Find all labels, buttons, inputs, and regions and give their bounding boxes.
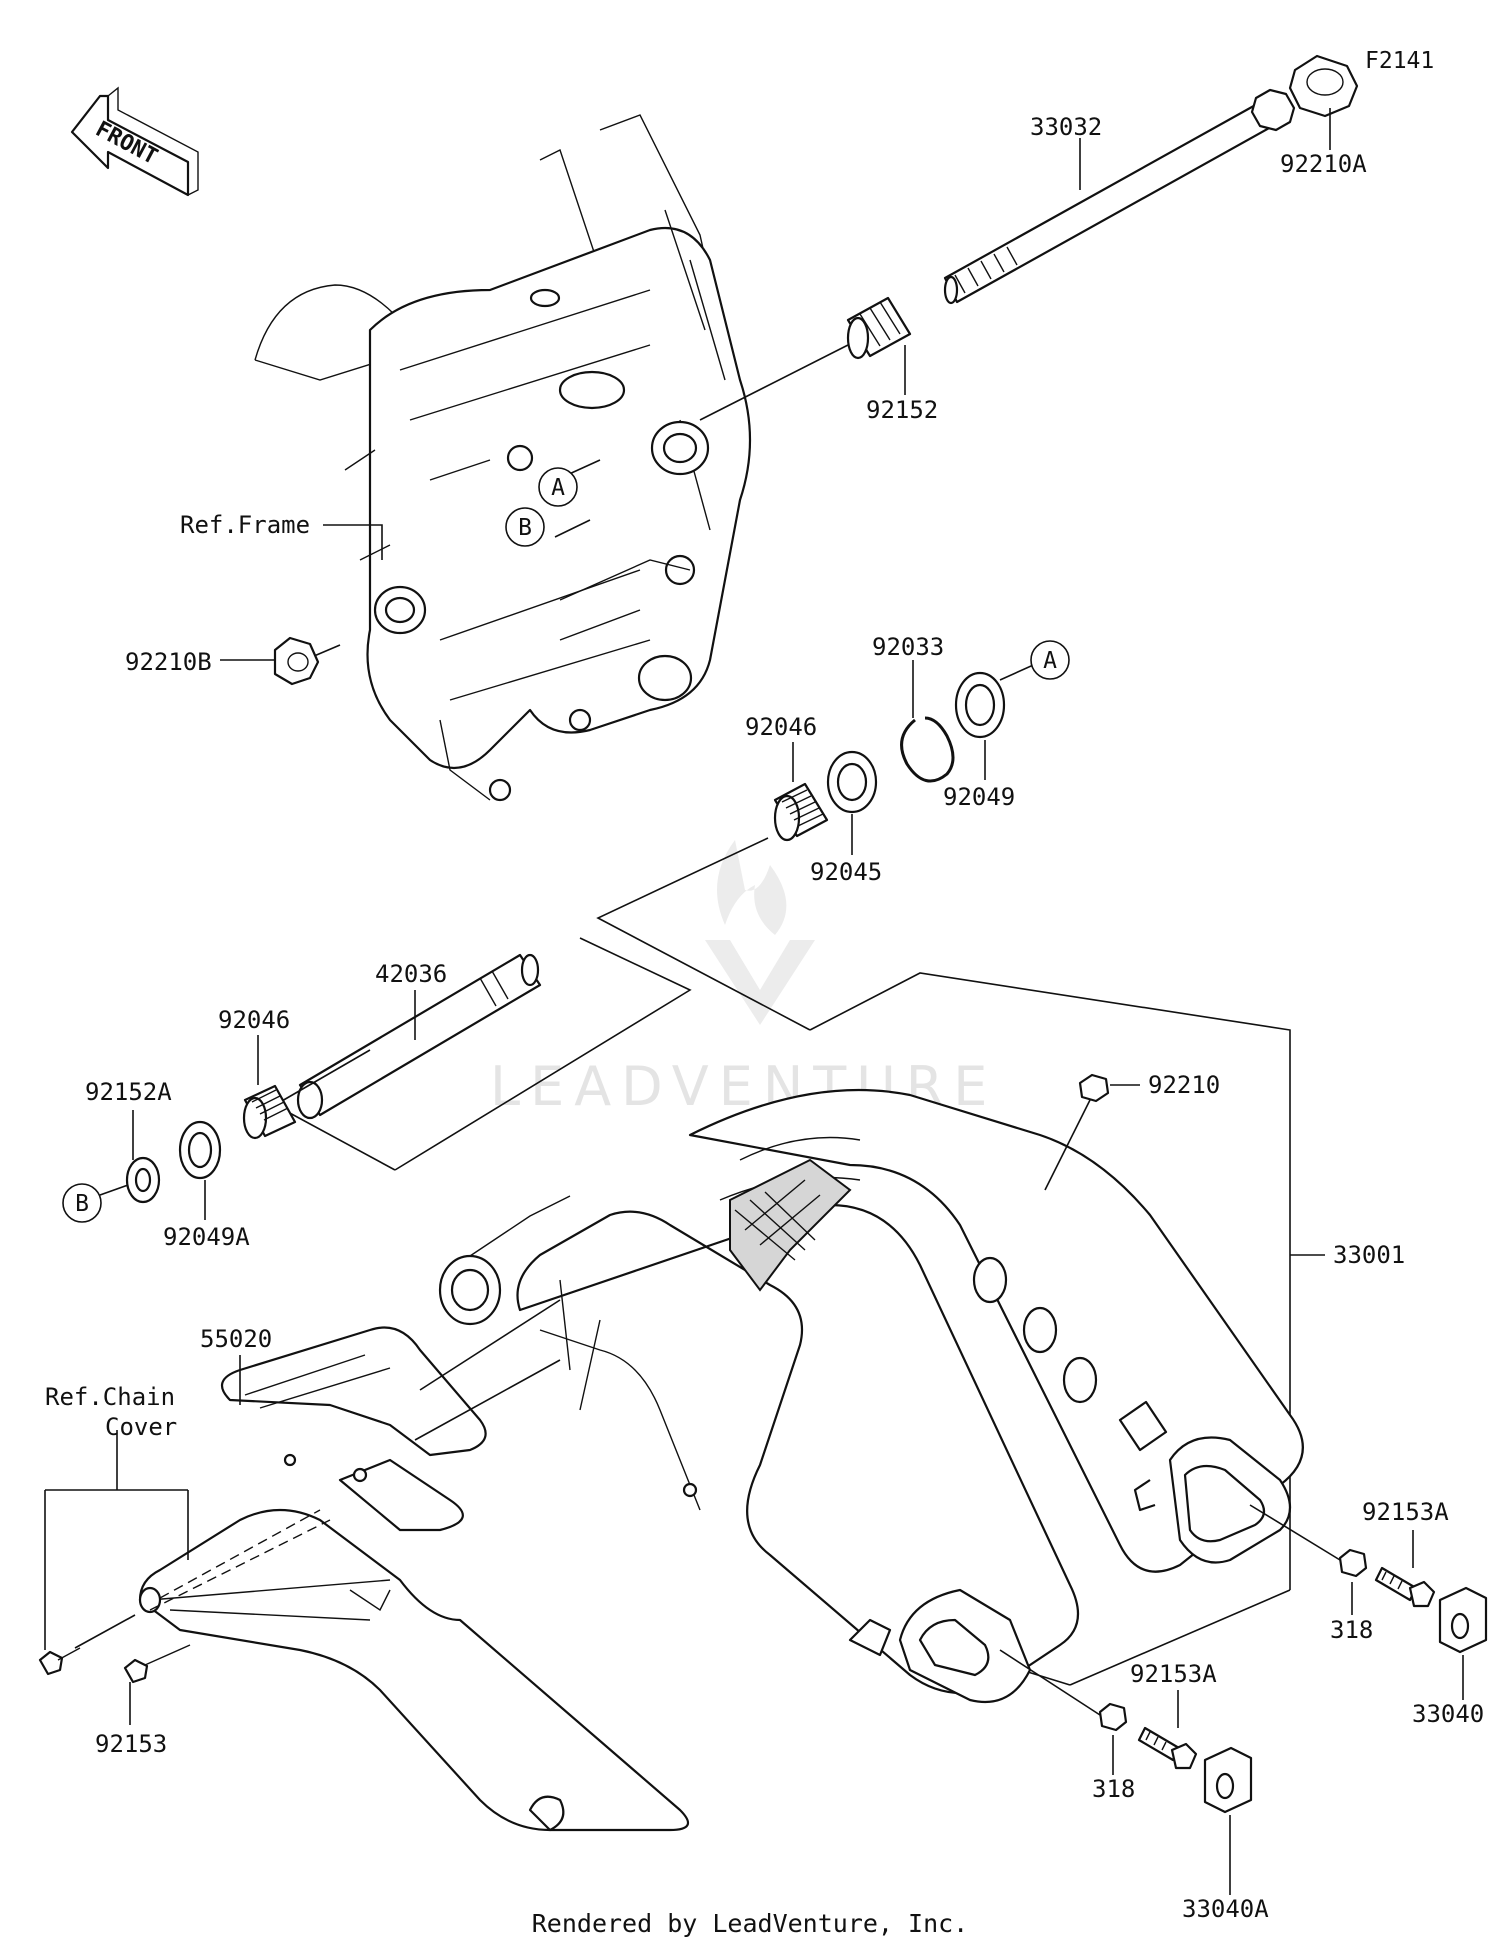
front-arrow-icon: FRONT bbox=[70, 86, 199, 197]
part-label: 92046 bbox=[745, 713, 817, 741]
part-label: 92033 bbox=[872, 633, 944, 661]
seal-92049A bbox=[178, 1120, 222, 1180]
part-labels: 33032 92210A 92152 92210B 92033 92046 92… bbox=[85, 113, 1484, 1923]
chain-cover-drawing bbox=[138, 1508, 690, 1832]
part-label: 92049A bbox=[163, 1223, 250, 1251]
seal-92049 bbox=[954, 671, 1006, 739]
part-label: 33032 bbox=[1030, 113, 1102, 141]
callout-A-frame: A bbox=[538, 467, 578, 507]
part-label: 42036 bbox=[375, 960, 447, 988]
ref-frame-label: Ref.Frame bbox=[180, 511, 310, 539]
snap-ring-92033 bbox=[900, 716, 955, 783]
bolt-92153-right bbox=[123, 1644, 191, 1684]
bearing-92046-upper bbox=[773, 782, 829, 842]
shaft-42036 bbox=[296, 953, 542, 1120]
nut-318-lower bbox=[1098, 1702, 1128, 1732]
collar-92152 bbox=[846, 296, 912, 360]
nut-92210A bbox=[1288, 54, 1359, 118]
part-label: 92045 bbox=[810, 858, 882, 886]
part-label: 55020 bbox=[200, 1325, 272, 1353]
part-label: 92153A bbox=[1362, 1498, 1449, 1526]
frame-drawing bbox=[254, 114, 752, 802]
nut-92210B bbox=[273, 636, 320, 686]
bearing-92045 bbox=[826, 750, 878, 814]
part-label: 92049 bbox=[943, 783, 1015, 811]
svg-text:B: B bbox=[75, 1191, 89, 1217]
watermark: LEADVENTURE bbox=[490, 840, 987, 1118]
bolt-92153A-lower bbox=[1137, 1726, 1198, 1770]
ref-chain-cover-label-2: Cover bbox=[105, 1413, 177, 1441]
adjuster-33040A bbox=[1203, 1746, 1253, 1814]
part-label: 92046 bbox=[218, 1006, 290, 1034]
collar-92152A bbox=[125, 1156, 161, 1204]
part-label: 92210A bbox=[1280, 150, 1367, 178]
part-label: 318 bbox=[1092, 1775, 1135, 1803]
svg-text:A: A bbox=[1043, 648, 1057, 674]
part-label: 92153 bbox=[95, 1730, 167, 1758]
callout-A-seal: A bbox=[1030, 640, 1070, 680]
svg-text:A: A bbox=[551, 475, 565, 501]
footer-credit: Rendered by LeadVenture, Inc. bbox=[532, 1909, 969, 1938]
bearing-92046-lower bbox=[242, 1084, 297, 1140]
part-label: 92210 bbox=[1148, 1071, 1220, 1099]
bolt-92153-left bbox=[38, 1647, 81, 1676]
callout-B-collar: B bbox=[62, 1183, 102, 1223]
part-label: 33001 bbox=[1333, 1241, 1405, 1269]
bolt-92153A-upper bbox=[1374, 1566, 1436, 1608]
part-label: 92153A bbox=[1130, 1660, 1217, 1688]
part-label: 318 bbox=[1330, 1616, 1373, 1644]
pivot-shaft-33032 bbox=[943, 88, 1296, 305]
nut-318-upper bbox=[1338, 1548, 1368, 1578]
adjuster-33040 bbox=[1438, 1586, 1488, 1654]
part-label: 33040 bbox=[1412, 1700, 1484, 1728]
part-label: 33040A bbox=[1182, 1895, 1269, 1923]
diagram-code: F2141 bbox=[1365, 48, 1434, 74]
chain-guard-55020 bbox=[220, 1326, 487, 1532]
svg-text:B: B bbox=[518, 515, 532, 541]
callout-B-frame: B bbox=[505, 507, 545, 547]
bolt-92210 bbox=[1078, 1073, 1110, 1103]
ref-chain-cover-label-1: Ref.Chain bbox=[45, 1383, 175, 1411]
part-label: 92152A bbox=[85, 1078, 172, 1106]
part-label: 92210B bbox=[125, 648, 212, 676]
swingarm-33001 bbox=[438, 1088, 1304, 1704]
part-label: 92152 bbox=[866, 396, 938, 424]
